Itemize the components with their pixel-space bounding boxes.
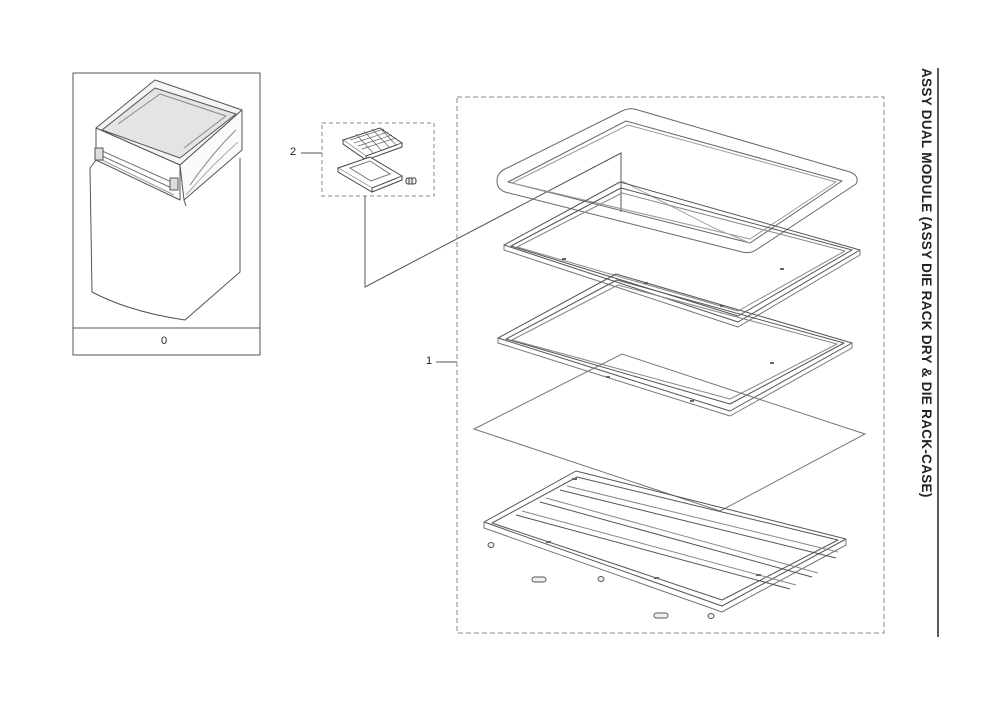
reference-panel (72, 72, 261, 356)
purifier-unit (89, 79, 243, 321)
top-gasket-frame (496, 108, 858, 254)
page-title: ASSY DUAL MODULE (ASSY DIE RACK DRY & DI… (919, 68, 934, 498)
callout-part-2: 2 (290, 146, 297, 158)
dual-module-group-outline (456, 96, 885, 634)
callout-part-1: 1 (426, 355, 433, 367)
dry-rack-parts-group (321, 122, 435, 197)
fasteners (487, 542, 715, 619)
callout-part-0: 0 (161, 335, 168, 347)
leader-lines (301, 152, 622, 363)
rack-frame-lower (497, 273, 853, 417)
base-tray (483, 470, 847, 613)
filter-sheet (472, 353, 867, 512)
